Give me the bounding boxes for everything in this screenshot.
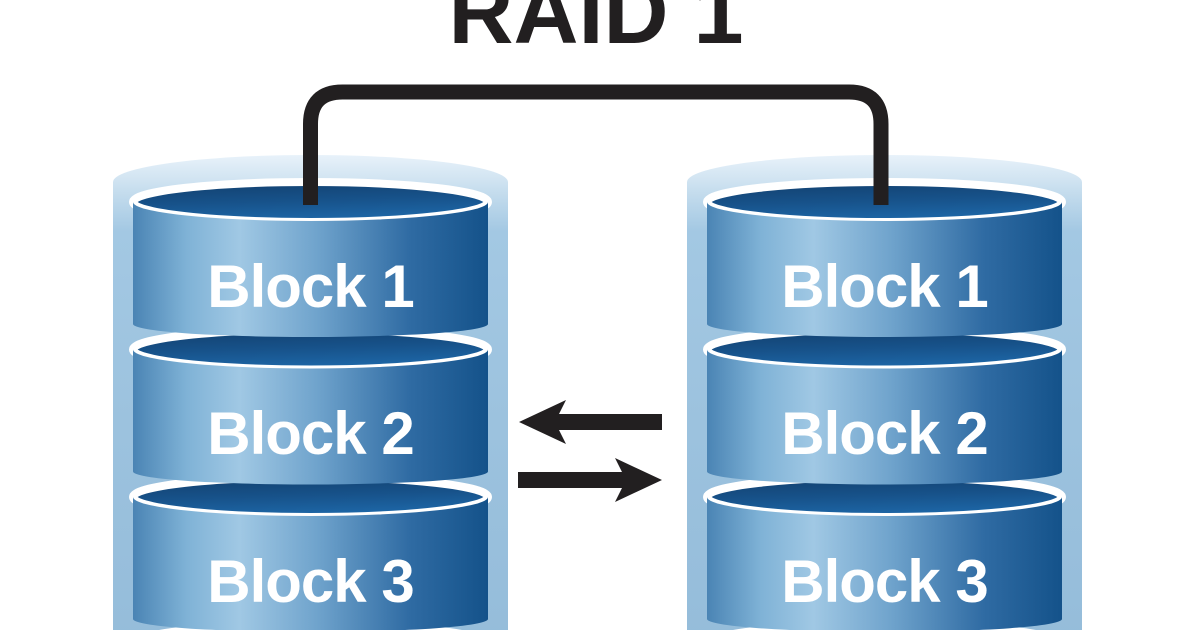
platter-block-1: Block 1 [129, 178, 492, 337]
disk-stack-right: Block 3 Block 2 Block 1 [687, 155, 1082, 630]
sync-arrow-left-icon [519, 400, 662, 444]
platter-block-3: Block 3 [129, 473, 492, 630]
mirror-bracket-icon [303, 84, 889, 205]
platter-body [707, 202, 1062, 337]
block-label: Block 2 [207, 400, 413, 467]
sync-arrow-right-icon [518, 458, 662, 502]
block-label: Block 1 [781, 253, 987, 320]
block-label: Block 1 [207, 253, 413, 320]
block-label: Block 3 [207, 548, 413, 615]
platter-block-2: Block 2 [703, 325, 1066, 485]
disk-stack-left: Block 3 Block 2 Block 1 [113, 155, 508, 630]
platter-body [707, 497, 1062, 630]
page-title: RAID 1 [448, 0, 743, 63]
platter-block-3: Block 3 [703, 473, 1066, 630]
platter-body [133, 202, 488, 337]
platter-block-1: Block 1 [703, 178, 1066, 337]
block-label: Block 2 [781, 400, 987, 467]
platter-body [133, 349, 488, 485]
block-label: Block 3 [781, 548, 987, 615]
platter-body [133, 497, 488, 630]
platter-block-2: Block 2 [129, 325, 492, 485]
platter-body [707, 349, 1062, 485]
